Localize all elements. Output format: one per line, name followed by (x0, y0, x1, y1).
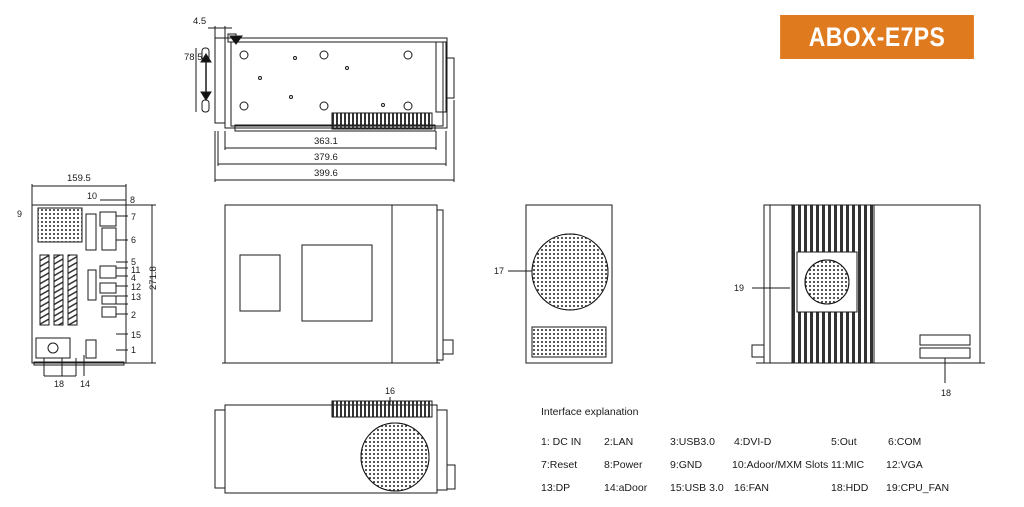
side-view-right (751, 204, 985, 383)
dim-front-width: 159.5 (67, 173, 91, 184)
legend-item: 4:DVI-D (734, 436, 772, 448)
top-view (195, 26, 455, 182)
fan-front-view (508, 204, 613, 364)
dim-width-399: 399.6 (314, 168, 338, 179)
callout-4: 4 (131, 273, 136, 283)
callout-13: 13 (131, 292, 141, 302)
legend-item: 8:Power (604, 459, 643, 471)
callout-17: 17 (494, 266, 504, 276)
side-view-left-panel-b (301, 244, 373, 322)
bottom-view-vent (331, 400, 433, 418)
legend-item: 6:COM (888, 436, 922, 448)
legend-item: 13:DP (541, 482, 571, 494)
front-io-vent (37, 207, 83, 243)
callout-14: 14 (80, 379, 90, 389)
legend-title: Interface explanation (541, 406, 639, 418)
legend-item: 3:USB3.0 (670, 436, 715, 448)
front-io-view (31, 184, 156, 377)
callout-18-front: 18 (54, 379, 64, 389)
legend-item: 5:Out (831, 436, 857, 448)
callout-11: 11 (131, 265, 140, 275)
legend-item: 1: DC IN (541, 436, 582, 448)
dim-top-offset: 4.5 (193, 16, 206, 27)
legend-item: 16:FAN (734, 482, 770, 494)
legend-item: 18:HDD (831, 482, 869, 494)
fan-front-body (525, 204, 613, 364)
legend-item: 14:aDoor (604, 482, 648, 494)
fan-front-lower-vent (531, 326, 607, 358)
callout-1: 1 (131, 345, 136, 355)
dim-top-height: 78.5 (184, 52, 203, 63)
callout-8: 8 (130, 195, 135, 205)
callout-6: 6 (131, 235, 136, 245)
front-io-body (31, 204, 127, 364)
callout-5: 5 (131, 257, 136, 267)
side-view-left (222, 204, 454, 364)
legend-item: 15:USB 3.0 (670, 482, 724, 494)
side-view-left-body (224, 204, 438, 364)
callout-12: 12 (131, 282, 141, 292)
callout-16: 16 (385, 386, 395, 396)
callout-2: 2 (131, 310, 136, 320)
callout-7: 7 (131, 212, 136, 222)
top-view-left-flange (214, 37, 226, 124)
dim-width-363: 363.1 (314, 136, 338, 147)
callout-19: 19 (734, 283, 744, 293)
legend-item: 7:Reset (541, 459, 578, 471)
dim-width-379: 379.6 (314, 152, 338, 163)
top-view-vent (331, 112, 433, 130)
top-view-right-panel (435, 41, 447, 113)
legend-item: 11:MIC (831, 459, 865, 471)
callout-10: 10 (87, 191, 97, 201)
dim-front-height: 271.8 (148, 266, 159, 290)
callout-18-side: 18 (941, 388, 951, 398)
legend-item: 10:Adoor/MXM Slots (732, 459, 829, 471)
legend-item: 2:LAN (604, 436, 634, 448)
callout-15: 15 (131, 330, 141, 340)
bottom-view (214, 397, 456, 494)
top-view-rail (234, 124, 436, 132)
legend-item: 19:CPU_FAN (886, 482, 950, 494)
side-view-left-panel-a (239, 254, 281, 312)
callout-9: 9 (17, 209, 22, 219)
model-badge: ABOX-E7PS (780, 15, 974, 59)
legend-item: 9:GND (670, 459, 703, 471)
legend-item: 12:VGA (886, 459, 923, 471)
